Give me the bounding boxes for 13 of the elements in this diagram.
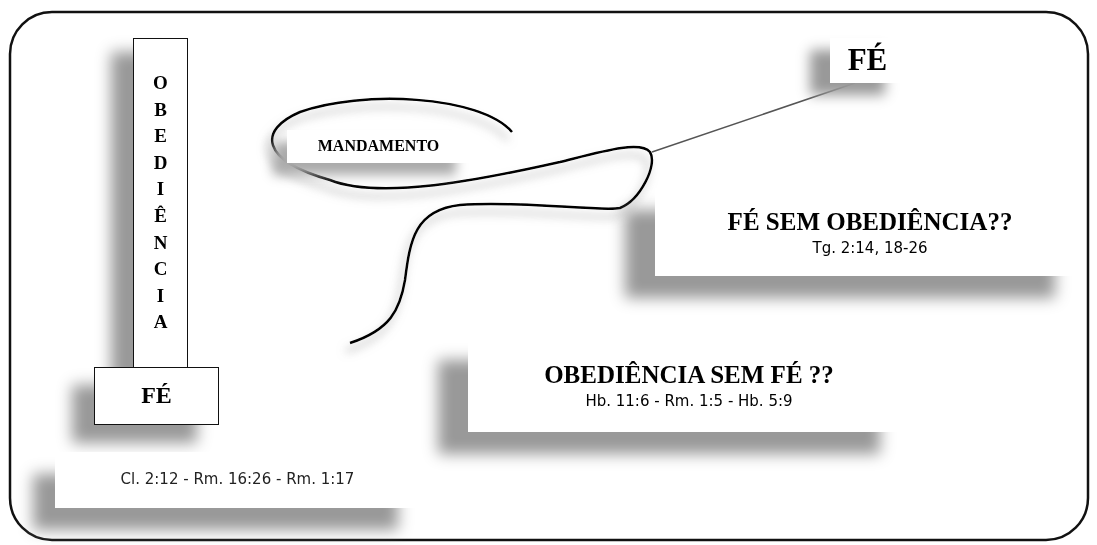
base-box: [94, 367, 219, 425]
heading-text: Cl. 2:12 - Rm. 16:26 - Rm. 1:17: [120, 470, 355, 490]
connector-line: [651, 82, 856, 153]
heading-text: FÉ: [847, 41, 888, 80]
question-panel: [655, 188, 1085, 276]
heading-text: MANDAMENTO: [317, 136, 440, 157]
heading-text: FÉ SEM OBEDIÊNCIA??: [727, 207, 1013, 237]
reference-text: Hb. 11:6 - Rm. 1:5 - Hb. 5:9: [585, 391, 793, 411]
column-box: [133, 38, 188, 368]
reference-text: Tg. 2:14, 18-26: [812, 238, 928, 258]
heading-text: OBEDIÊNCIA: [152, 71, 169, 335]
heading-text: OBEDIÊNCIA SEM FÉ ??: [544, 360, 834, 390]
heading-text: FÉ: [141, 381, 172, 411]
